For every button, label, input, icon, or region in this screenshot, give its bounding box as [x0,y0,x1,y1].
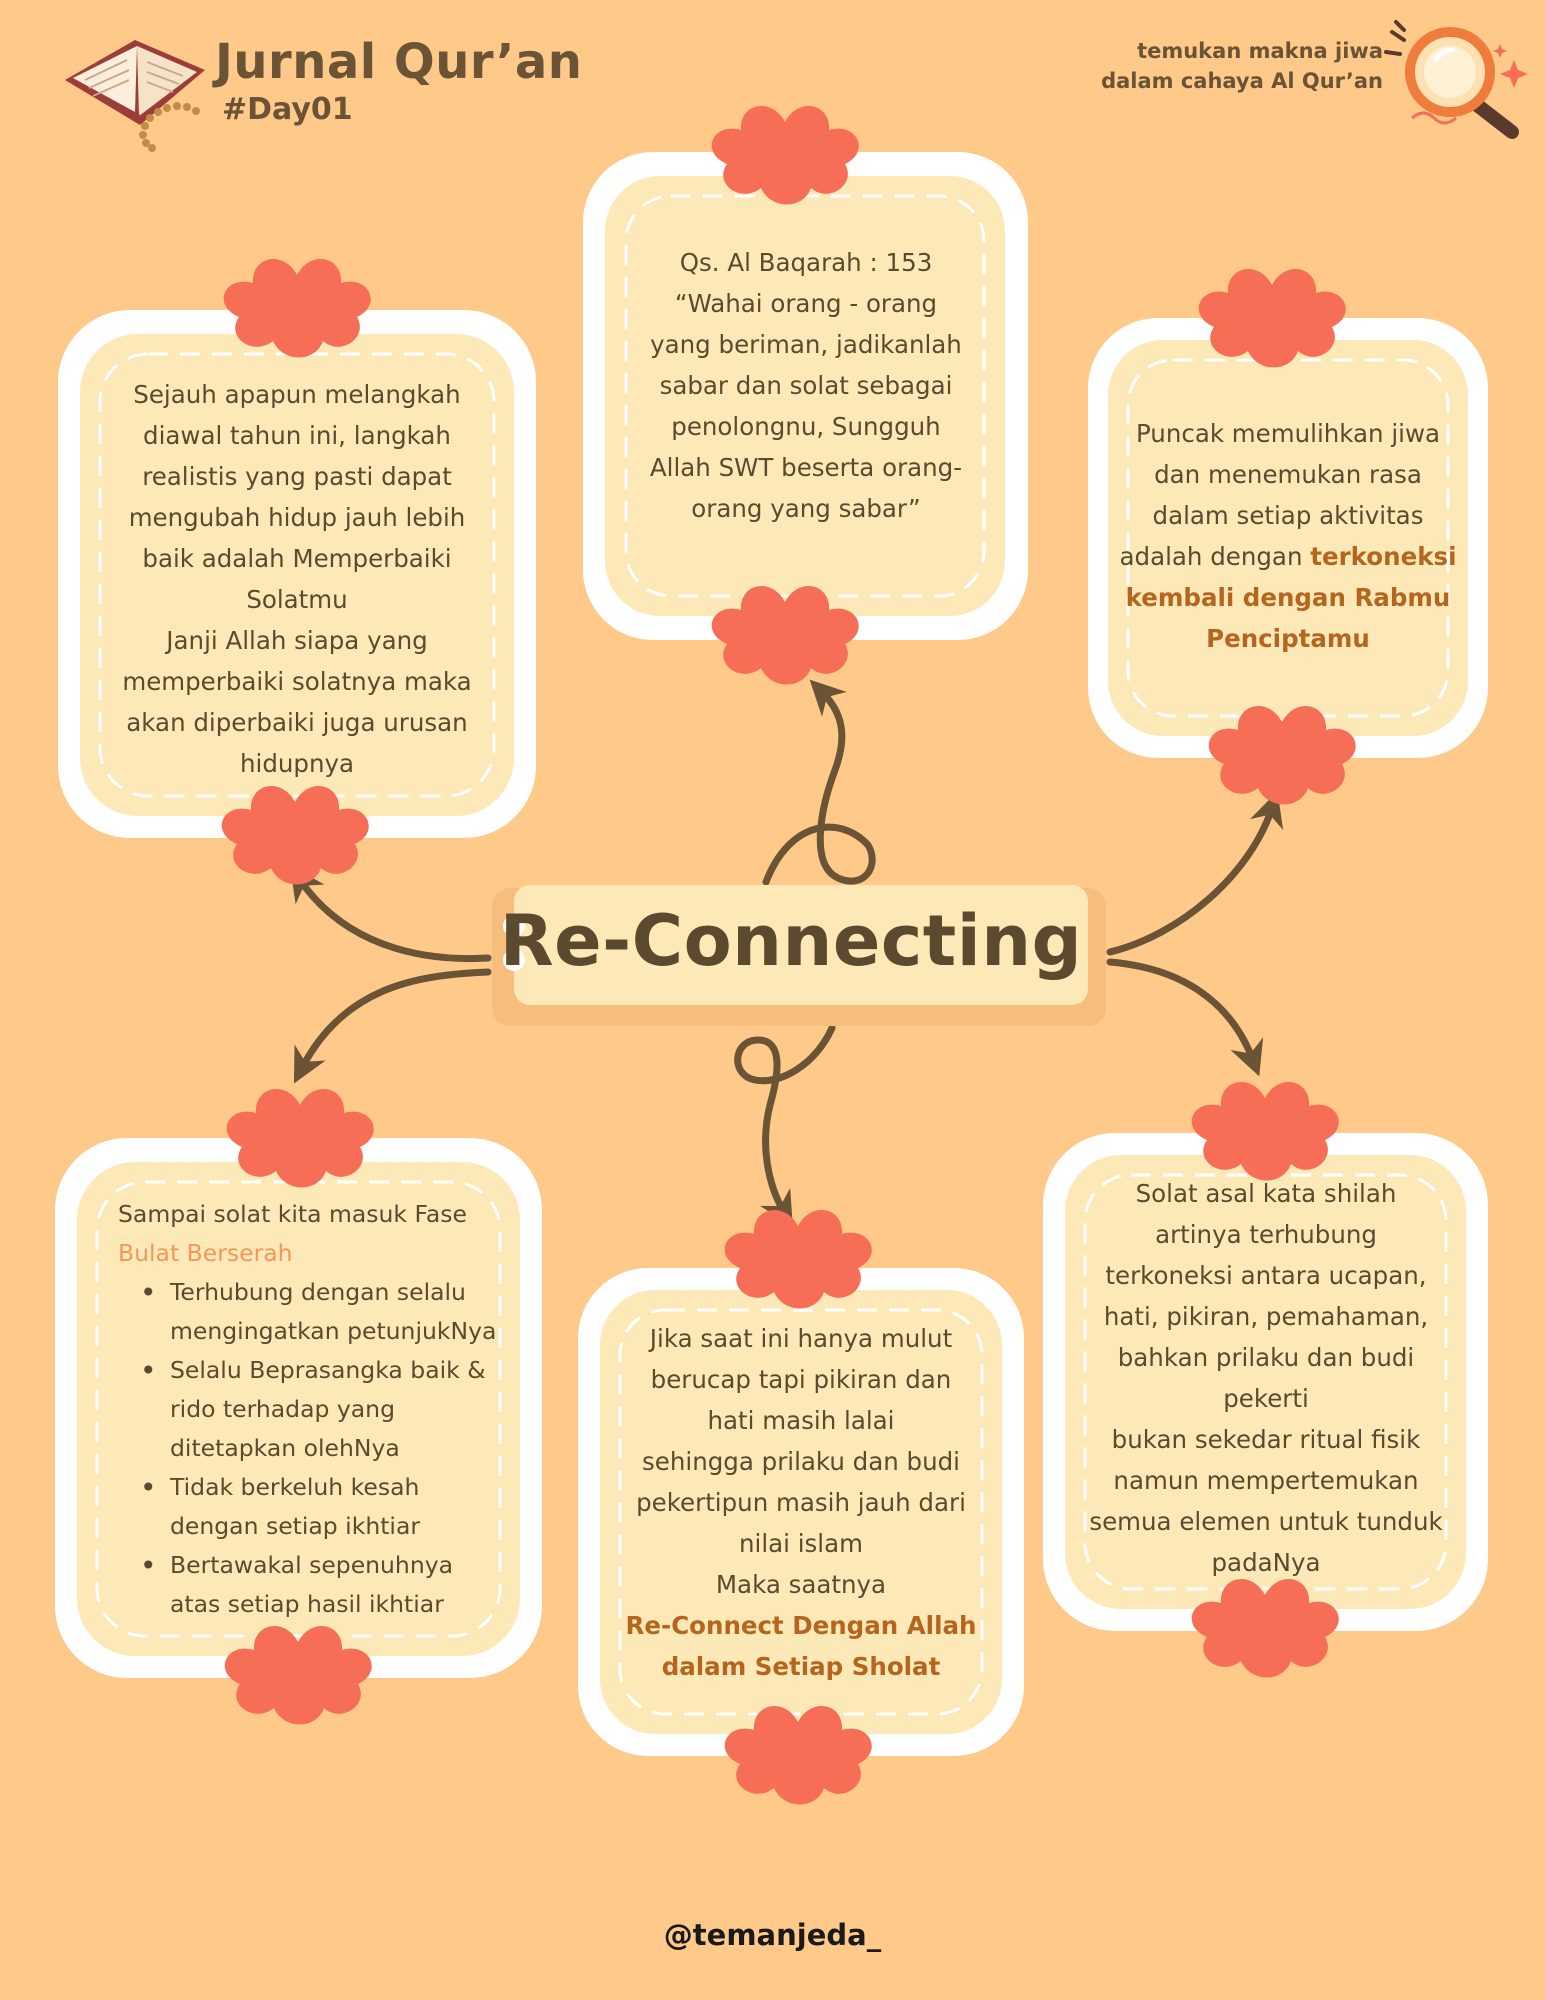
list-item: Tidak berkeluh kesah dengan setiap ikhti… [140,1468,498,1546]
center-box-shape [492,885,1106,1026]
card-bottom-left-text: Sampai solat kita masuk Fase Bulat Berse… [118,1195,498,1624]
card-line: berucap tapi pikiran dan [650,1365,952,1394]
social-handle: @temanjeda_ [663,1918,882,1952]
arrow-to-bottom-left [293,968,492,1084]
list-item-line: mengingatkan petunjukNya [170,1317,497,1345]
arrow-to-top-right [1106,791,1284,956]
card-line: penolongnu, Sungguh [671,412,941,441]
card-line: Solat asal kata shilah [1135,1179,1397,1208]
card-line: “Wahai orang - orang [674,289,938,318]
prayer-beads-icon [139,102,200,152]
arrow-to-top-center [762,679,876,886]
card-line: adalah dengan terkoneksi [1118,536,1458,577]
tagline: temukan makna jiwa dalam cahaya Al Qur’a… [1101,36,1383,96]
card-bottom-right-shape [1043,1082,1488,1678]
list-item-line: atas setiap hasil ikhtiar [170,1590,444,1618]
card-bottom-right-text: Solat asal kata shilah artinya terhubung… [1080,1173,1452,1583]
card-line: diawal tahun ini, langkah [143,421,451,450]
card-line: padaNya [1211,1548,1321,1577]
card-line: sehingga prilaku dan budi [642,1447,960,1476]
card-line-highlight: terkoneksi [1310,542,1457,571]
bullet-list: Terhubung dengan selalu mengingatkan pet… [118,1273,498,1624]
flower-icon [711,106,859,205]
card-line-highlight: Bulat Berserah [118,1239,293,1267]
card-line: pekerti [1223,1384,1309,1413]
card-line: Qs. Al Baqarah : 153 [679,248,933,277]
card-line: nilai islam [738,1529,863,1558]
list-item: Bertawakal sepenuhnya atas setiap hasil … [140,1546,498,1624]
card-line: namun mempertemukan [1113,1466,1419,1495]
card-line-highlight: kembali dengan Rabmu [1125,583,1451,612]
open-book-icon [65,40,205,125]
arrow-to-bottom-center [734,1024,836,1228]
flower-icon [1198,269,1346,368]
flower-icon [724,1210,872,1309]
card-top-center-shape [583,106,1028,685]
card-line: Puncak memulihkan jiwa [1135,419,1441,448]
card-line: sabar dan solat sebagai [659,371,953,400]
card-line: Sejauh apapun melangkah [133,380,461,409]
card-line: pekertipun masih jauh dari [636,1488,966,1517]
arrow-to-top-left [290,865,492,963]
list-item-line: dengan setiap ikhtiar [170,1512,421,1540]
arrow-to-bottom-right [1106,958,1264,1077]
magnifying-glass-icon [1384,20,1528,139]
card-line: bukan sekedar ritual fisik [1111,1425,1421,1454]
center-title: Re-Connecting [499,900,1083,982]
card-line: artinya terhubung [1155,1220,1377,1249]
day-label: #Day01 [222,92,353,127]
list-item-line: Tidak berkeluh kesah [170,1473,420,1501]
list-item: Terhubung dengan selalu mengingatkan pet… [140,1273,498,1351]
card-top-right-shape [1088,269,1488,805]
card-line-plain: adalah dengan [1119,542,1311,571]
card-line: semua elemen untuk tunduk [1089,1507,1443,1536]
list-item-line: Bertawakal sepenuhnya [170,1551,454,1579]
card-top-center-text: Qs. Al Baqarah : 153 “Wahai orang - oran… [620,242,992,529]
journal-title: Jurnal Qur’an [215,34,583,90]
tagline-line: dalam cahaya Al Qur’an [1101,69,1383,93]
card-bottom-center-text: Jika saat ini hanya mulut berucap tapi p… [612,1318,990,1687]
tagline-line: temukan makna jiwa [1137,39,1383,63]
card-line: Allah SWT beserta orang- [649,453,963,482]
card-line: memperbaiki solatnya maka [122,667,472,696]
list-item-line: rido terhadap yang [170,1395,395,1423]
card-line: bahkan prilaku dan budi [1117,1343,1415,1372]
list-item-line: Selalu Beprasangka baik & [170,1356,486,1384]
card-bottom-center-shape [578,1210,1024,1805]
card-line: hati, pikiran, pemahaman, [1103,1302,1429,1331]
list-item-line: Terhubung dengan selalu [170,1278,466,1306]
card-line-highlight: Re-Connect Dengan Allah [625,1611,977,1640]
card-line: realistis yang pasti dapat [142,462,452,491]
card-line: terkoneksi antara ucapan, [1105,1261,1427,1290]
card-line: Jika saat ini hanya mulut [649,1324,953,1353]
card-top-right-text: Puncak memulihkan jiwa dan menemukan ras… [1118,413,1458,659]
card-line: dalam setiap aktivitas [1152,501,1424,530]
card-top-left-shape [58,259,536,885]
card-line: mengubah hidup jauh lebih [128,503,466,532]
card-line: baik adalah Memperbaiki [142,544,452,573]
list-item-line: ditetapkan olehNya [170,1434,400,1462]
card-line: dan menemukan rasa [1154,460,1422,489]
card-line: Janji Allah siapa yang [166,626,428,655]
card-top-left-text: Sejauh apapun melangkah diawal tahun ini… [104,374,490,784]
card-line-highlight: dalam Setiap Sholat [661,1652,941,1681]
card-line: Sampai solat kita masuk Fase [118,1200,467,1228]
card-line-highlight: Penciptamu [1206,624,1370,653]
flower-icon [226,1089,374,1188]
flower-icon [223,259,371,358]
card-line: Maka saatnya [715,1570,887,1599]
flower-icon [1191,1082,1339,1181]
list-item: Selalu Beprasangka baik & rido terhadap … [140,1351,498,1468]
card-line: hidupnya [239,749,354,778]
card-line: orang yang sabar” [691,494,921,523]
card-line: yang beriman, jadikanlah [650,330,962,359]
card-line: Solatmu [246,585,348,614]
card-line: hati masih lalai [707,1406,895,1435]
card-line: akan diperbaiki juga urusan [126,708,468,737]
